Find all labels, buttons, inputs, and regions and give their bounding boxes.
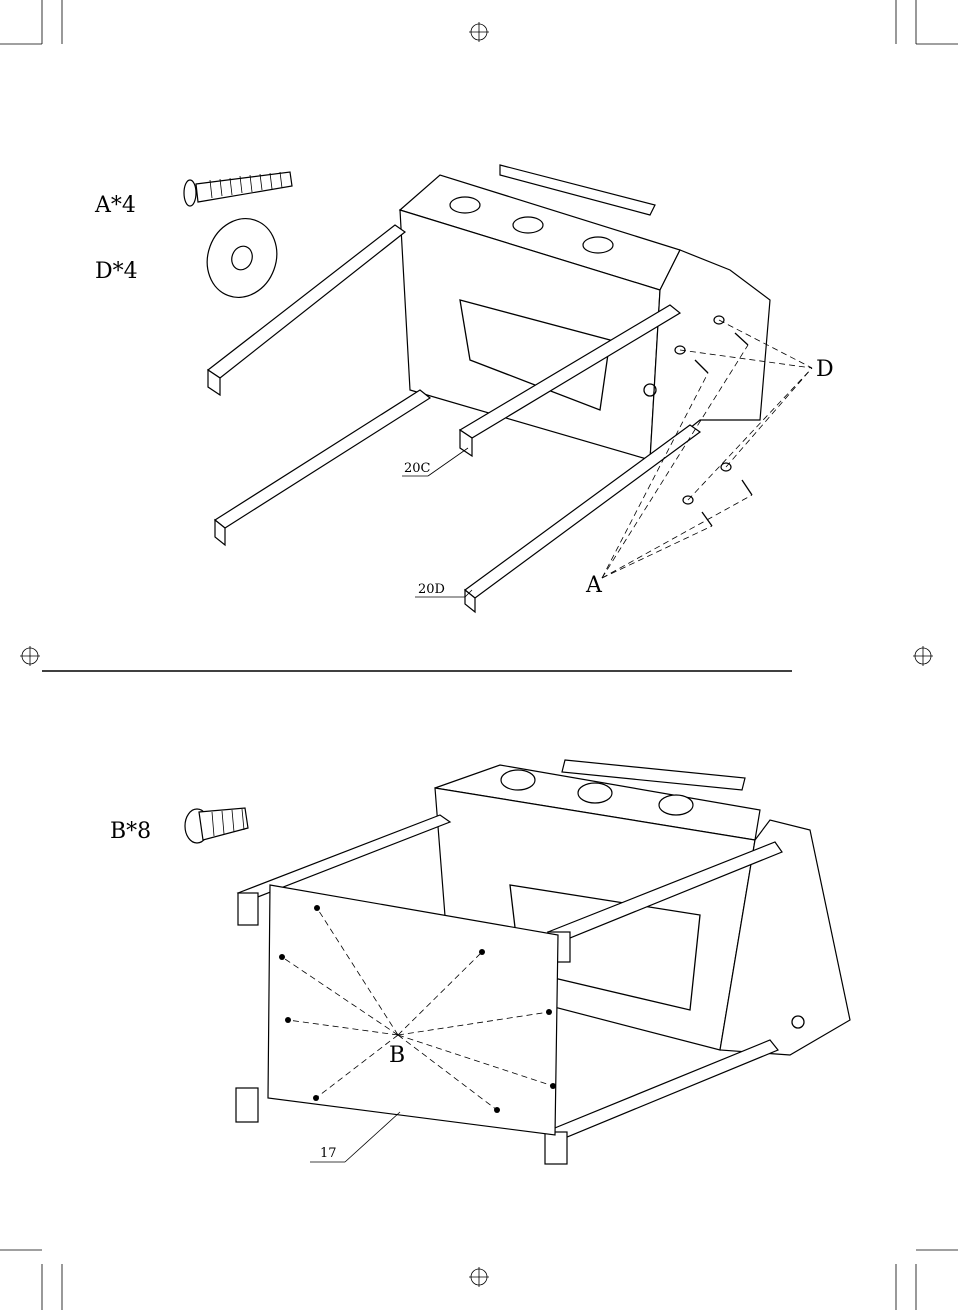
callout-20d: 20D [418,582,445,597]
knob [578,783,612,803]
callout-b: B [389,1043,405,1068]
rail-20d [465,425,700,612]
registration-mark-bottom [469,1267,489,1287]
part-b-quantity: B*8 [110,819,151,844]
callout-d: D [816,357,834,382]
knob [501,770,535,790]
step1-figure: A*4 D*4 [94,165,834,612]
callout-17: 17 [320,1146,337,1161]
registration-mark-right [913,646,933,666]
part-a-quantity: A*4 [94,193,136,218]
knob [513,217,543,233]
bolt-icon [184,172,292,206]
rail-20b [215,390,430,545]
washer-icon [196,209,287,307]
screw-icon [185,808,248,843]
grill-body-step1 [400,165,770,460]
step2-figure: B*8 [110,760,850,1164]
registration-mark-left [20,646,40,666]
registration-mark-top [469,22,489,42]
knob [450,197,480,213]
part-d-quantity: D*4 [95,259,138,284]
knob [583,237,613,253]
knob [659,795,693,815]
callout-a: A [585,573,603,598]
callout-20c: 20C [404,461,431,476]
